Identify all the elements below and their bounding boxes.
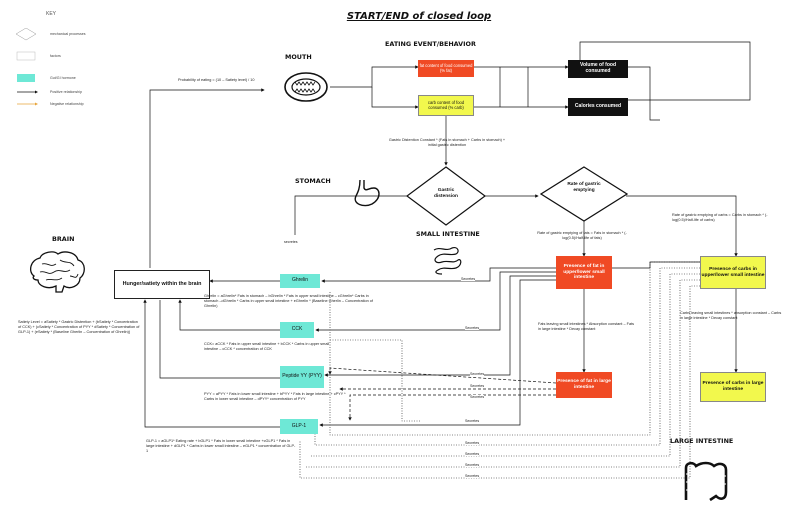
key-diamond-icon: [15, 28, 37, 41]
section-mouth: MOUTH: [285, 53, 312, 61]
label-secretes-glp1: Secretes: [465, 419, 480, 423]
eq-fats-leaving: Fats leaving small intestines * Absorpti…: [538, 322, 635, 331]
key-factor-icon: [16, 51, 36, 61]
carbs-upper-small-intestine-box: Presence of carbs in upper/lower small i…: [700, 256, 766, 289]
label-secretes-stomach: secretes: [284, 240, 298, 244]
label-secretes-carbs-1: Secretes: [465, 441, 480, 445]
rate-emptying-diamond: [540, 166, 628, 222]
stomach-icon: [354, 179, 380, 207]
key-label-factors: factors: [50, 54, 61, 58]
diagram-title: START/END of closed loop: [346, 11, 492, 22]
label-secretes-carbs-2: Secretes: [465, 452, 480, 456]
section-stomach: STOMACH: [295, 177, 331, 185]
eq-gastric-distention: Gastric Distention Constant * (Fats in s…: [388, 138, 506, 147]
rate-emptying-label: Rate of gastric emptying: [567, 182, 601, 193]
eq-rate-emptying-fats: Rate of gastric emptying of fats = Fats …: [537, 231, 627, 240]
eq-ghrelin: Ghrelin = aGhrelin* Fats in stomach – bG…: [204, 294, 373, 308]
eq-rate-emptying-carbs: Rate of gastric emptying of carbs = Carb…: [672, 213, 768, 222]
pyy-box: Peptide YY (PYY): [280, 366, 324, 388]
eq-carbs-leaving: Carbs leaving small intestines * absorpt…: [680, 311, 782, 320]
glp1-box: GLP-1: [280, 419, 318, 434]
key-label-negative: Negative relationship: [50, 102, 84, 106]
label-secretes-cck: Secretes: [465, 326, 480, 330]
section-small-intestine: SMALL INTESTINE: [416, 230, 480, 238]
key-title: KEY: [46, 11, 57, 17]
section-eating: EATING EVENT/BEHAVIOR: [385, 40, 476, 48]
fat-upper-small-intestine-box: Presence of fat in upper/lower small int…: [556, 256, 612, 289]
label-secretes-pyy-3: Secretes: [470, 395, 485, 399]
gastric-distension-diamond: [406, 166, 486, 226]
brain-icon: [29, 251, 85, 293]
calories-box: Calories consumed: [568, 98, 628, 116]
hunger-satiety-box: Hunger/satiety within the brain: [114, 270, 210, 299]
key-label-mechanical: mechanical processes: [50, 32, 86, 36]
cck-box: CCK: [280, 322, 314, 338]
carb-content-box: carb content of food consumed (% carb): [418, 95, 474, 116]
fat-content-box: fat content of food consumed (% fat): [418, 60, 474, 77]
mouth-icon: [284, 72, 328, 102]
volume-box: Volume of food consumed: [568, 60, 628, 78]
label-secretes-carbs-3: Secretes: [465, 463, 480, 467]
eq-probability-eating: Probability of eating = (10 – Satiety le…: [178, 78, 255, 82]
ghrelin-box: Ghrelin: [280, 274, 320, 288]
carbs-large-intestine-box: Presence of carbs in large intestine: [700, 372, 766, 402]
large-intestine-icon: [684, 461, 728, 502]
label-secretes-pyy-1: Secretes: [470, 372, 485, 376]
gastric-distension-label: Gastric distension: [434, 188, 458, 199]
small-intestine-icon: [433, 247, 462, 275]
key-hormone-icon: [17, 74, 35, 82]
eq-pyy: PYY = aPYY * Fats in lower small intesti…: [204, 392, 346, 401]
label-secretes-carbs-4: Secretes: [465, 474, 480, 478]
fat-large-intestine-box: Presence of fat in large intestine: [556, 372, 612, 398]
eq-satiety-level: Satiety Level = aSatiety * Gastric Diste…: [18, 320, 140, 334]
eq-cck: CCK= aCCK * Fats in upper small intestin…: [204, 342, 330, 351]
key-label-positive: Positive relationship: [50, 90, 82, 94]
label-secretes-pyy-2: Secretes: [470, 384, 485, 388]
eq-glp1: GLP-1 = aGLP1* Eating rate + bGLP1 * Fat…: [146, 439, 296, 453]
key-legend: [15, 28, 38, 106]
label-secretes-ghrelin: Secretes: [461, 277, 476, 281]
section-brain: BRAIN: [52, 235, 75, 243]
section-large-intestine: LARGE INTESTINE: [670, 437, 734, 445]
key-label-hormone: Gut/GI hormone: [50, 76, 76, 80]
